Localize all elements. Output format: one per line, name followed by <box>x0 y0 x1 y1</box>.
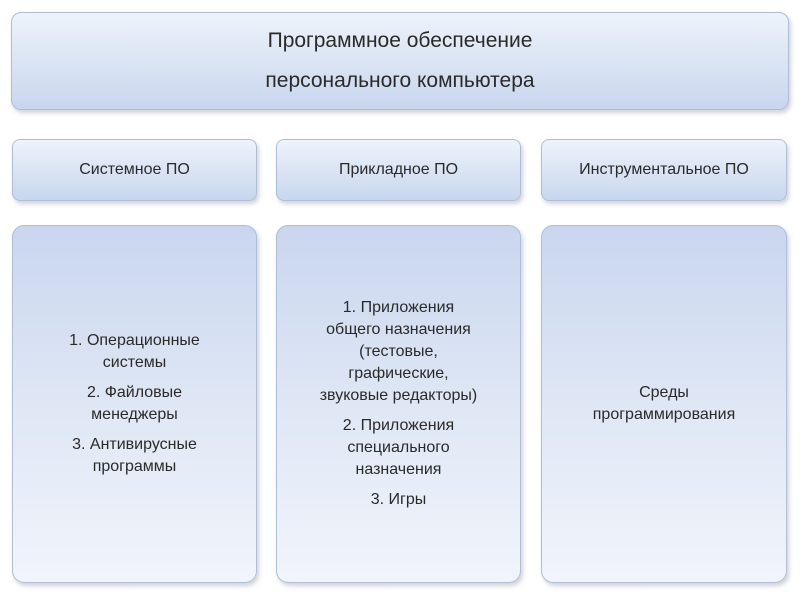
list-item: 1. Операционные системы <box>69 332 200 371</box>
category-system-software: Системное ПО <box>12 139 257 201</box>
category-label: Прикладное ПО <box>338 161 459 178</box>
root-title-line-2: персонального компьютера <box>265 69 535 92</box>
list-item: 2. Файловые менеджеры <box>86 384 183 423</box>
list-item: 1. Приложения общего назначения (тестовы… <box>319 299 478 404</box>
system-software-list: 1. Операционные системы 2. Файловые мене… <box>12 225 257 583</box>
category-label: Системное ПО <box>79 161 190 178</box>
development-tools-list: Среды программирования <box>541 225 787 583</box>
category-application-software: Прикладное ПО <box>276 139 521 201</box>
application-software-list: 1. Приложения общего назначения (тестовы… <box>276 225 521 583</box>
list-item: Среды программирования <box>592 384 736 423</box>
root-title-line-1: Программное обеспечение <box>267 29 533 52</box>
category-label: Инструментальное ПО <box>579 161 749 178</box>
list-item: 3. Антивирусные программы <box>72 436 197 475</box>
list-item: 3. Игры <box>370 491 427 508</box>
list-item: 2. Приложения специального назначения <box>342 417 455 478</box>
root-node: Программное обеспечение персонального ко… <box>11 12 789 110</box>
category-development-tools: Инструментальное ПО <box>541 139 787 201</box>
